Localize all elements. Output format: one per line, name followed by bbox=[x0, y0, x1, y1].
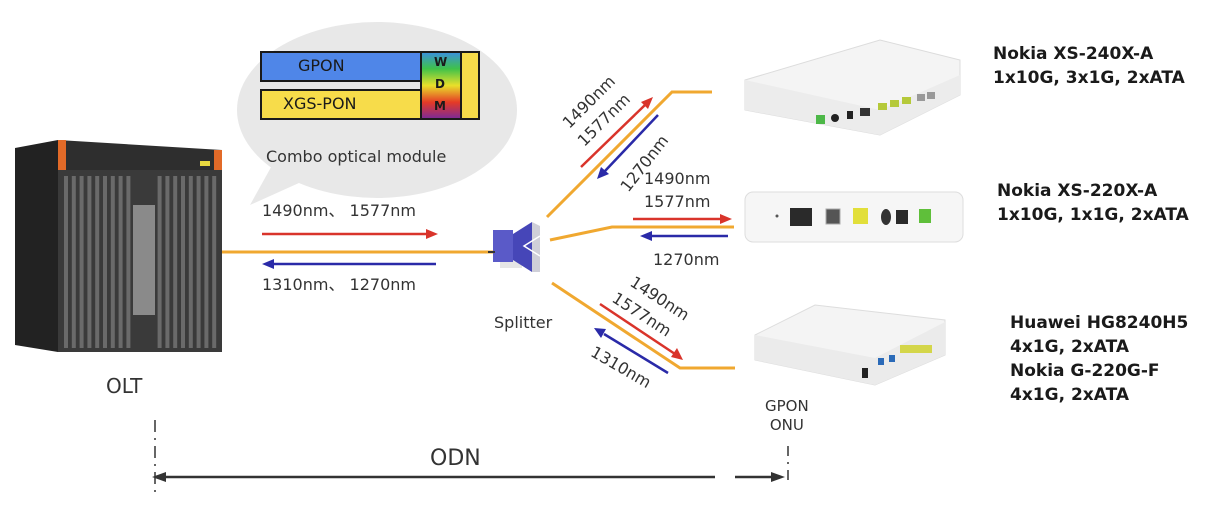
combo-optical-module bbox=[260, 51, 480, 120]
olt-slot-card bbox=[196, 176, 201, 348]
combo-module-caption: Combo optical module bbox=[266, 147, 447, 166]
odn-label: ODN bbox=[430, 446, 481, 471]
xgspon-block bbox=[260, 89, 422, 120]
olt-slot-card bbox=[126, 176, 131, 348]
device-spec: 4x1G, 2xATA bbox=[1010, 337, 1130, 357]
trunk-downstream-arrow bbox=[262, 229, 438, 239]
wdm-block bbox=[420, 51, 462, 120]
odn-dimension bbox=[152, 420, 789, 492]
fiber-lines bbox=[222, 90, 735, 370]
olt-slot-card bbox=[188, 176, 193, 348]
device-spec: 1x10G, 3x1G, 2xATA bbox=[993, 68, 1185, 88]
trunk-downstream-label: 1490nm、 1577nm bbox=[262, 201, 416, 220]
olt-slot-card bbox=[204, 176, 209, 348]
olt-slot-card bbox=[181, 176, 185, 348]
gpon-onu-label: GPON ONU bbox=[765, 397, 809, 435]
onu-gpon-icon bbox=[754, 304, 946, 386]
wdm-letter-d: D bbox=[435, 77, 445, 91]
olt-slot-card bbox=[173, 176, 178, 348]
device-spec: 1x10G, 1x1G, 2xATA bbox=[997, 205, 1189, 225]
trunk-upstream-arrow bbox=[262, 259, 436, 269]
branch2-downstream-arrow bbox=[633, 214, 732, 224]
olt-slot-card bbox=[87, 176, 92, 348]
splitter-label: Splitter bbox=[494, 313, 553, 332]
device-name: Huawei HG8240H5 bbox=[1010, 313, 1189, 333]
branch3-downstream-arrow bbox=[599, 302, 683, 360]
branch-fiber-2 bbox=[549, 225, 734, 242]
device-label-xs240x: Nokia XS-240X-A 1x10G, 3x1G, 2xATA bbox=[993, 42, 1185, 90]
wdm-letter-w: W bbox=[434, 55, 448, 69]
device-label-xs220x: Nokia XS-220X-A 1x10G, 1x1G, 2xATA bbox=[997, 179, 1189, 227]
branch1-upstream-arrow bbox=[597, 114, 659, 179]
wdm-letter-m: M bbox=[434, 99, 446, 113]
branch2-downstream-label-2: 1577nm bbox=[644, 192, 711, 211]
branch2-downstream-label-1: 1490nm bbox=[644, 169, 711, 188]
branch3-upstream-arrow bbox=[594, 328, 669, 375]
splitter-icon bbox=[488, 222, 541, 272]
gpon-onu-label-line-2: ONU bbox=[769, 416, 804, 434]
device-name: Nokia XS-220X-A bbox=[997, 181, 1158, 201]
olt-slot-card bbox=[165, 176, 170, 348]
olt-slot-card bbox=[103, 176, 107, 348]
olt-slot-card bbox=[212, 176, 217, 348]
olt-label: OLT bbox=[106, 374, 143, 398]
branch-fiber-3 bbox=[551, 281, 735, 370]
gpon-block-label: GPON bbox=[298, 56, 345, 75]
olt-slot-card bbox=[71, 176, 76, 348]
olt-slot-card bbox=[64, 176, 68, 348]
branch2-upstream-arrow bbox=[640, 231, 728, 241]
device-spec: 4x1G, 2xATA bbox=[1010, 385, 1130, 405]
port-block bbox=[460, 51, 480, 120]
branch-fiber-1 bbox=[545, 90, 712, 219]
trunk-upstream-label: 1310nm、 1270nm bbox=[262, 275, 416, 294]
olt-slot-card bbox=[79, 176, 84, 348]
olt-chassis-icon bbox=[15, 140, 222, 352]
device-label-gpon-onus: Huawei HG8240H5 4x1G, 2xATA Nokia G-220G… bbox=[1010, 311, 1188, 407]
olt-slot-card bbox=[110, 176, 115, 348]
gpon-onu-label-line-1: GPON bbox=[765, 397, 809, 415]
olt-slot-card bbox=[95, 176, 100, 348]
device-name: Nokia G-220G-F bbox=[1010, 361, 1160, 381]
olt-slot-card bbox=[157, 176, 162, 348]
onu-xs220x-icon bbox=[744, 191, 964, 243]
xgspon-block-label: XGS-PON bbox=[283, 94, 357, 113]
branch1-downstream-arrow bbox=[580, 97, 653, 168]
device-name: Nokia XS-240X-A bbox=[993, 44, 1154, 64]
branch2-upstream-label: 1270nm bbox=[653, 250, 720, 269]
olt-slot-card bbox=[118, 176, 123, 348]
onu-xs240x-icon bbox=[744, 39, 961, 136]
